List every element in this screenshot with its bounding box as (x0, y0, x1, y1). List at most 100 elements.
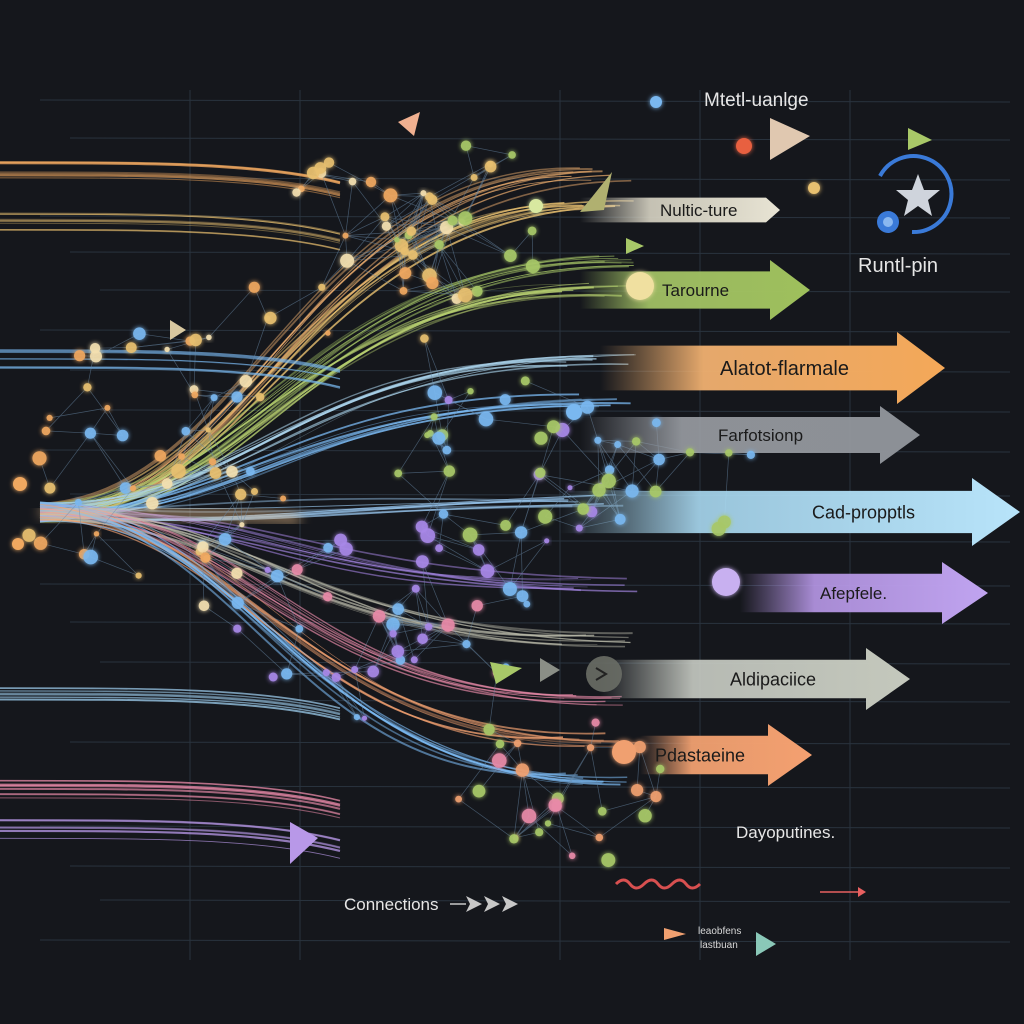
network-node (538, 509, 553, 524)
network-edge (446, 227, 511, 257)
network-edge (347, 254, 413, 262)
network-node (189, 385, 199, 394)
grid-line-h (99, 409, 1011, 413)
arrow-shape (640, 724, 812, 786)
network-edge (354, 669, 365, 719)
network-node (191, 391, 199, 399)
arrow-label: Afepfele. (820, 584, 887, 603)
network-node (633, 740, 646, 754)
network-edge (428, 626, 467, 645)
network-edge (464, 163, 491, 219)
network-node (746, 450, 756, 459)
flow-strand (39, 200, 634, 509)
network-edge (636, 746, 641, 791)
network-edge (397, 473, 444, 515)
network-edge (379, 615, 449, 626)
network-node (408, 250, 418, 260)
network-node (427, 385, 443, 401)
network-edge (466, 605, 478, 645)
network-node (205, 427, 211, 433)
network-node (544, 538, 550, 544)
grid-line-h (99, 899, 1011, 903)
grid-line-h (69, 741, 1011, 745)
network-node (348, 177, 357, 186)
network-edge (335, 677, 365, 719)
network-edge (522, 769, 559, 799)
arrow-label: Alatot-flarmale (720, 358, 849, 380)
stream-strand (0, 779, 341, 802)
grid-line-h (99, 177, 1011, 181)
network-node (383, 188, 398, 203)
network-edge (590, 722, 596, 748)
network-node (415, 520, 428, 533)
stream-strand (0, 690, 341, 712)
network-edge (422, 561, 449, 626)
network-edge (602, 796, 657, 812)
network-edge (427, 535, 488, 572)
network-node (104, 404, 111, 411)
network-node (432, 431, 446, 445)
arrow-cad-propptls: Cad-propptls (560, 478, 1020, 546)
network-edge (96, 533, 139, 576)
network-edge (446, 227, 466, 296)
network-node (650, 791, 662, 803)
arrow-shape (580, 197, 780, 223)
network-node (351, 666, 359, 673)
network-node (133, 327, 146, 341)
network-edge (321, 235, 346, 288)
network-edge (469, 534, 511, 590)
network-node (125, 342, 137, 353)
network-edge (397, 416, 435, 474)
network-node (248, 281, 260, 293)
stream-strand (0, 696, 341, 718)
stream-strand (0, 783, 341, 806)
flow-strand (39, 393, 580, 519)
network-node (372, 610, 386, 623)
small-arrow-beige (770, 118, 810, 160)
network-node (508, 151, 516, 159)
grid-line-h (69, 621, 1011, 625)
network-node (467, 388, 474, 395)
network-edge (398, 608, 429, 628)
network-node (340, 253, 355, 268)
network-edge (193, 339, 197, 390)
flow-strands (0, 161, 639, 859)
network-node (130, 485, 136, 492)
flow-strand (39, 506, 578, 776)
network-edge (378, 588, 417, 617)
network-node (231, 391, 243, 403)
network-node (295, 625, 304, 633)
network-edge (286, 673, 337, 678)
network-edge (237, 602, 300, 630)
network-edge (90, 556, 139, 576)
small-arrow-green-top (908, 128, 932, 150)
stream-strand (0, 351, 341, 373)
network-edge (286, 628, 300, 674)
network-edge (78, 487, 126, 503)
arrow-label: Aldipaciice (730, 669, 816, 689)
network-edge (412, 217, 466, 256)
network-node (580, 400, 595, 414)
network-node (198, 600, 210, 612)
network-node (270, 569, 284, 583)
network-node (239, 522, 245, 528)
network-node-highlight (650, 96, 662, 108)
network-node (499, 394, 511, 406)
grid-line-h (39, 825, 1011, 829)
network-node (424, 432, 431, 439)
network-node (411, 584, 420, 593)
network-edge (631, 459, 660, 492)
arrow-group: Nultic-tureTarourneAlatot-flarmaleFarfot… (560, 197, 1020, 786)
network-node (535, 467, 546, 478)
network-node (339, 542, 353, 556)
network-node (231, 596, 244, 610)
network-node (116, 429, 129, 442)
network-node (181, 426, 191, 436)
network-node (535, 828, 544, 837)
stream-strand (0, 793, 341, 816)
network-node (323, 592, 333, 602)
network-node (417, 633, 428, 645)
stream-strand (0, 698, 341, 721)
network-node (264, 311, 277, 325)
network-node (614, 441, 622, 448)
